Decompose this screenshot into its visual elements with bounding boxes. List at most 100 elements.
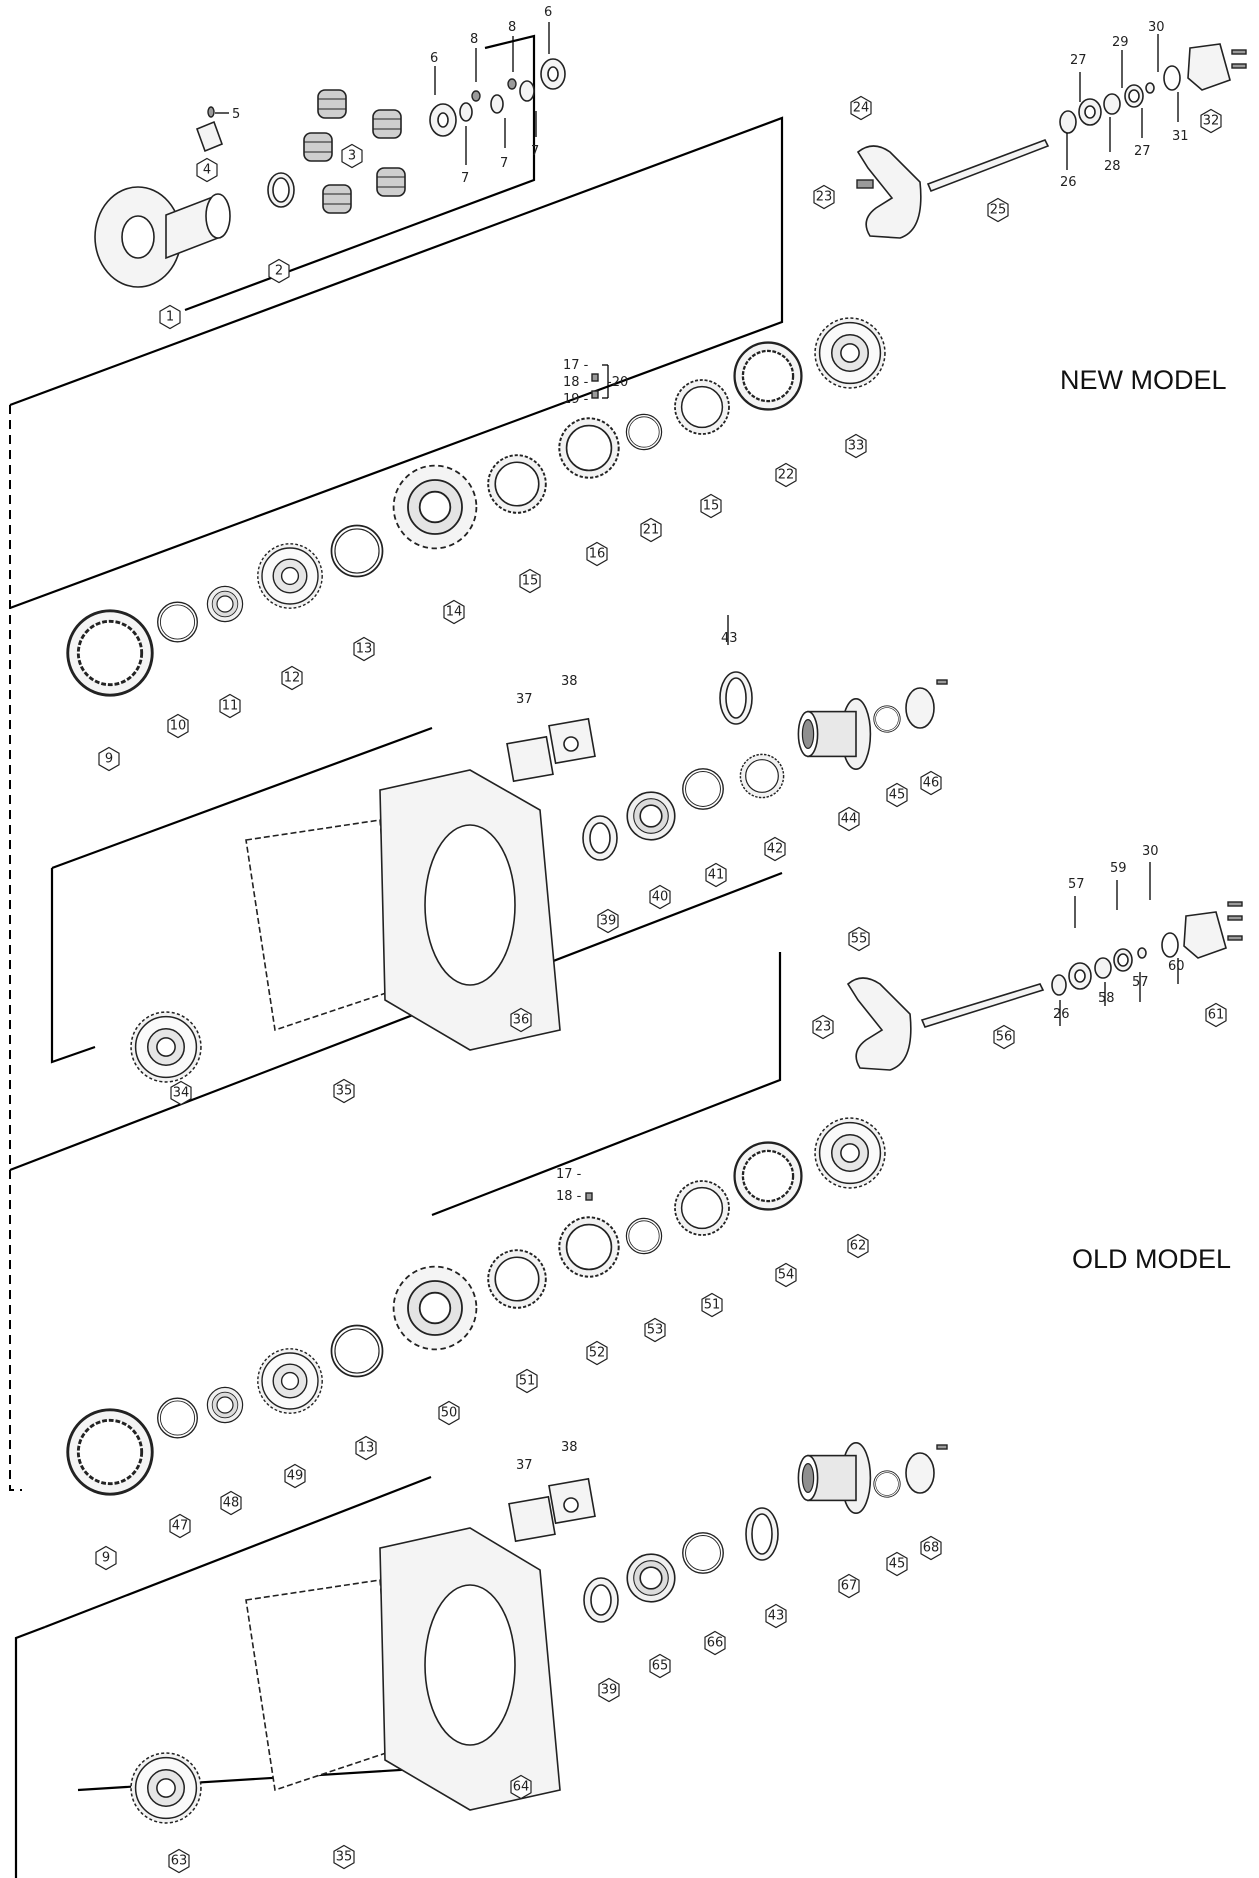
new-model-label: NEW MODEL — [1060, 365, 1227, 395]
bushing-2 — [267, 172, 295, 208]
svg-text:43: 43 — [768, 1609, 785, 1624]
shift-fork-old — [846, 977, 1045, 1071]
svg-text:2: 2 — [275, 264, 283, 279]
label-27b: 27 — [1134, 144, 1151, 159]
callout-2: 2 — [268, 258, 290, 284]
svg-text:14: 14 — [446, 605, 463, 620]
callout-4: 4 — [196, 157, 218, 183]
label-27a: 27 — [1070, 53, 1087, 68]
svg-text:49: 49 — [287, 1469, 304, 1484]
svg-text:32: 32 — [1203, 114, 1220, 129]
label-18b: 18 - — [556, 1189, 582, 1204]
callout-22: 22 — [775, 462, 797, 488]
callout-49: 49 — [284, 1463, 306, 1489]
callout-35b: 35 — [333, 1844, 355, 1870]
callout-23a: 23 — [813, 184, 835, 210]
callout-67: 67 — [838, 1573, 860, 1599]
label-31: 31 — [1172, 129, 1189, 144]
callout-43b: 43 — [765, 1603, 787, 1629]
callout-51b: 51 — [516, 1368, 538, 1394]
old-model-label: OLD MODEL — [1072, 1244, 1231, 1274]
svg-text:45: 45 — [889, 1557, 906, 1572]
svg-text:51: 51 — [519, 1374, 536, 1389]
label-18a: 18 - — [563, 375, 589, 390]
assembly-frame-lines — [9, 34, 784, 1878]
svg-text:53: 53 — [647, 1323, 664, 1338]
label-19a: 19 - — [563, 392, 589, 407]
label-6b: 6 — [544, 5, 552, 20]
svg-text:25: 25 — [990, 203, 1007, 218]
callout-68: 68 — [920, 1535, 942, 1561]
callout-62: 62 — [847, 1233, 869, 1259]
pin-5 — [207, 106, 215, 118]
svg-text:68: 68 — [923, 1541, 940, 1556]
svg-text:11: 11 — [222, 699, 239, 714]
svg-text:24: 24 — [853, 101, 870, 116]
callout-3: 3 — [341, 143, 363, 169]
svg-text:12: 12 — [284, 671, 301, 686]
callout-15b: 15 — [519, 568, 541, 594]
callout-65: 65 — [649, 1653, 671, 1679]
plain-labels: 5 6 6 8 8 7 7 7 17 - 18 - 19 - -20 27 29… — [232, 5, 1189, 1473]
callout-9a: 9 — [98, 746, 120, 772]
label-7c: 7 — [531, 144, 539, 159]
callout-50: 50 — [438, 1400, 460, 1426]
washers-6-7-8 — [429, 58, 566, 137]
callout-9b: 9 — [95, 1545, 117, 1571]
svg-text:64: 64 — [513, 1780, 530, 1795]
svg-text:35: 35 — [336, 1850, 353, 1865]
label-28: 28 — [1104, 159, 1121, 174]
svg-text:44: 44 — [841, 812, 858, 827]
label-29: 29 — [1112, 35, 1129, 50]
callout-15a: 15 — [700, 493, 722, 519]
callout-32: 32 — [1200, 108, 1222, 134]
label-43a: 43 — [721, 631, 738, 646]
callout-46: 46 — [920, 770, 942, 796]
callout-44: 44 — [838, 806, 860, 832]
svg-text:42: 42 — [767, 842, 784, 857]
callout-47: 47 — [169, 1513, 191, 1539]
svg-text:4: 4 — [203, 163, 211, 178]
label-38a: 38 — [561, 674, 578, 689]
callout-40: 40 — [649, 884, 671, 910]
callout-16: 16 — [586, 541, 608, 567]
leader-lines-top — [215, 22, 550, 165]
callout-13a: 13 — [353, 636, 375, 662]
old-model-case-section — [129, 1441, 948, 1825]
label-37b: 37 — [516, 1458, 533, 1473]
svg-text:48: 48 — [223, 1496, 240, 1511]
callout-52: 52 — [586, 1340, 608, 1366]
svg-text:13: 13 — [358, 1441, 375, 1456]
callout-48: 48 — [220, 1490, 242, 1516]
callout-11: 11 — [219, 693, 241, 719]
svg-text:9: 9 — [105, 752, 113, 767]
svg-text:23: 23 — [815, 1020, 832, 1035]
svg-text:56: 56 — [996, 1030, 1013, 1045]
svg-text:15: 15 — [522, 574, 539, 589]
callout-45b: 45 — [886, 1551, 908, 1577]
label-30b: 30 — [1142, 844, 1159, 859]
label-57a: 57 — [1068, 877, 1085, 892]
label-58: 58 — [1098, 991, 1115, 1006]
svg-text:40: 40 — [652, 890, 669, 905]
callout-21: 21 — [640, 517, 662, 543]
new-model-case-section — [129, 671, 948, 1084]
callout-13b: 13 — [355, 1435, 377, 1461]
callout-45a: 45 — [886, 782, 908, 808]
svg-text:54: 54 — [778, 1268, 795, 1283]
svg-text:10: 10 — [170, 719, 187, 734]
callout-51a: 51 — [701, 1292, 723, 1318]
label-38b: 38 — [561, 1440, 578, 1455]
label-8a: 8 — [470, 32, 478, 47]
svg-text:61: 61 — [1208, 1008, 1225, 1023]
callout-14: 14 — [443, 599, 465, 625]
callouts: 1 2 3 4 24 23 25 32 33 22 15 21 16 15 14… — [95, 95, 1227, 1874]
label-5: 5 — [232, 107, 240, 122]
actuator-parts-old — [1051, 862, 1243, 1026]
label-17b: 17 - — [556, 1167, 582, 1182]
shift-rail-25 — [926, 138, 1050, 193]
label-6a: 6 — [430, 51, 438, 66]
svg-text:63: 63 — [171, 1854, 188, 1869]
callout-12: 12 — [281, 665, 303, 691]
callout-10: 10 — [167, 713, 189, 739]
